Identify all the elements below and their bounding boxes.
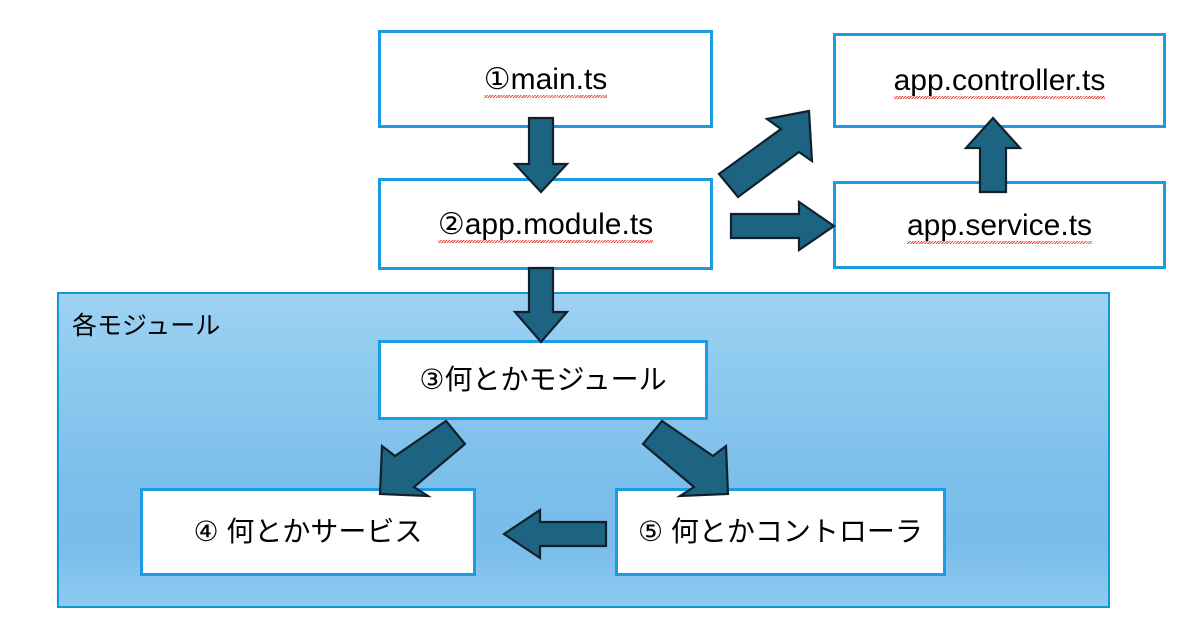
arrow-app-service-to-app-controller bbox=[962, 116, 1024, 194]
node-app-module-ts-text: ②app.module.ts bbox=[437, 207, 654, 243]
node-some-service[interactable]: ④ 何とかサービス bbox=[140, 488, 476, 576]
node-some-controller-label: ⑤ 何とかコントローラ bbox=[638, 515, 923, 547]
node-app-controller-ts-label: app.controller.ts bbox=[893, 64, 1106, 99]
node-app-module-ts[interactable]: ②app.module.ts bbox=[378, 178, 713, 270]
node-some-service-label: ④ 何とかサービス bbox=[193, 515, 423, 547]
node-main-ts[interactable]: ①main.ts bbox=[378, 30, 713, 128]
arrow-app-module-to-some-module bbox=[511, 266, 571, 344]
node-app-controller-ts[interactable]: app.controller.ts bbox=[833, 33, 1166, 128]
node-some-controller[interactable]: ⑤ 何とかコントローラ bbox=[615, 488, 946, 576]
module-group-label: 各モジュール bbox=[72, 312, 221, 340]
node-some-module-label: ③何とかモジュール bbox=[419, 363, 667, 395]
node-app-service-ts[interactable]: app.service.ts bbox=[833, 181, 1166, 269]
node-main-ts-label: ①main.ts bbox=[483, 62, 608, 98]
arrow-main-to-app-module bbox=[511, 116, 571, 194]
node-some-module[interactable]: ③何とかモジュール bbox=[378, 340, 708, 420]
arrow-app-module-to-app-controller bbox=[712, 108, 830, 200]
arrow-some-controller-to-some-service bbox=[502, 507, 608, 561]
node-app-service-ts-label: app.service.ts bbox=[906, 208, 1093, 244]
node-main-ts-text: ①main.ts bbox=[483, 62, 608, 98]
arrow-app-module-to-app-service bbox=[729, 199, 836, 253]
node-app-controller-ts-text: app.controller.ts bbox=[893, 64, 1106, 99]
arrow-some-module-to-some-controller bbox=[640, 418, 738, 498]
node-app-module-ts-label: ②app.module.ts bbox=[437, 207, 654, 243]
arrow-some-module-to-some-service bbox=[370, 418, 468, 498]
node-app-service-ts-text: app.service.ts bbox=[906, 208, 1093, 244]
